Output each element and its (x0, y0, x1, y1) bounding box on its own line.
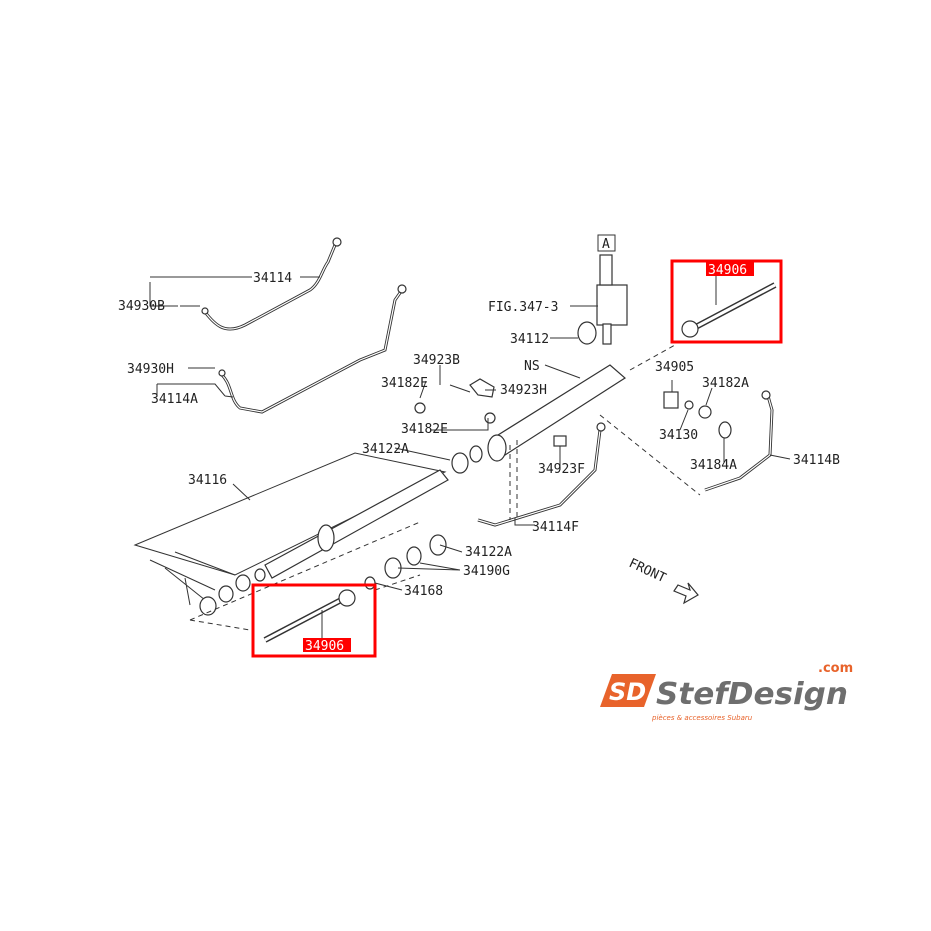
leader-lines (149, 268, 791, 640)
label-34184A: 34184A (690, 458, 737, 473)
label-fig-347-3: FIG.347-3 (488, 300, 558, 315)
reference-a-box: A (597, 234, 616, 252)
pipe-34114F (477, 422, 606, 527)
label-34114: 34114 (253, 271, 292, 286)
label-34122A-2: 34122A (465, 545, 512, 560)
pipe-34114B (704, 390, 774, 492)
tie-rod-34906-top (681, 282, 777, 338)
label-34923B: 34923B (413, 353, 460, 368)
pipe-34114A (218, 284, 407, 414)
label-front: FRONT (626, 556, 668, 586)
logo-mark: SD (609, 678, 646, 706)
label-34114B: 34114B (793, 453, 840, 468)
label-34905: 34905 (655, 360, 694, 375)
boot-34116-panel (133, 452, 449, 616)
label-34114F: 34114F (532, 520, 579, 535)
part-labels: 34114 34930B FIG.347-3 34112 34930H NS 3… (118, 271, 840, 599)
logo-name: StefDesign (656, 677, 848, 712)
label-34930H: 34930H (127, 362, 174, 377)
logo-tld: .com (818, 661, 853, 676)
label-34923H: 34923H (500, 383, 547, 398)
label-34906-bottom: 34906 (305, 639, 344, 654)
label-34116: 34116 (188, 473, 227, 488)
label-34122A-1: 34122A (362, 442, 409, 457)
label-34906-top: 34906 (708, 263, 747, 278)
label-34182E-1: 34182E (381, 376, 428, 391)
highlight-34906-bottom[interactable]: 34906 (251, 583, 377, 658)
label-ref-a: A (602, 237, 610, 252)
logo-tagline: pièces & accessoires Subaru (651, 714, 753, 722)
label-34114A: 34114A (151, 392, 198, 407)
label-34168: 34168 (404, 584, 443, 599)
front-indicator: FRONT (626, 556, 699, 605)
label-34190G: 34190G (463, 564, 510, 579)
pipe-34114 (201, 237, 342, 331)
label-34112: 34112 (510, 332, 549, 347)
label-34930B: 34930B (118, 299, 165, 314)
label-34182A: 34182A (702, 376, 749, 391)
rack-housing (487, 254, 628, 462)
label-ns: NS (524, 359, 540, 374)
label-34130: 34130 (659, 428, 698, 443)
highlight-34906-top[interactable]: 34906 (670, 259, 783, 344)
tie-rod-34906-bottom (263, 589, 356, 643)
stefdesign-logo: SD StefDesign .com pièces & accessoires … (600, 661, 853, 722)
label-34182E-2: 34182E (401, 422, 448, 437)
bushings-lower (364, 321, 732, 590)
label-34923F: 34923F (538, 462, 585, 477)
